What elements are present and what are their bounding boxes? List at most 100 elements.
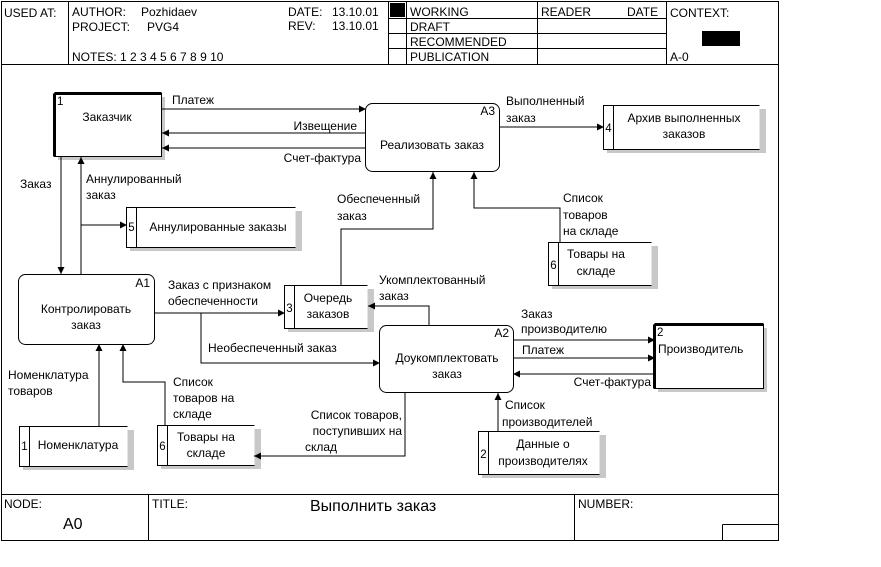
project-label: PROJECT:: [72, 20, 130, 34]
flow-label-unsecured: Необеспеченный заказ: [208, 341, 337, 355]
flow-label-goods-received-line3: склад: [305, 440, 337, 454]
flow-label-payment-top: Платеж: [172, 93, 214, 107]
flow-label-assembled-line2: заказ: [379, 289, 409, 303]
flow-label-goods-list-a3-line1: Список: [563, 191, 604, 205]
status-working: WORKING: [410, 5, 469, 19]
store-producers-data-label-line2: производителях: [498, 454, 588, 468]
flow-label-cancelled-line2: заказ: [86, 188, 116, 202]
flow-label-order: Заказ: [20, 177, 52, 191]
flow-label-goods-received-line2: поступивших на: [313, 424, 403, 438]
flow-goods-list-a3: [470, 172, 561, 243]
number-label: NUMBER:: [578, 497, 633, 511]
store-goods-a1-label-line2: складе: [187, 446, 226, 460]
store-nomenclature-label: Номенклатура: [38, 438, 119, 452]
store-queue-num: 3: [286, 303, 292, 315]
flow-label-invoice-producer: Счет-фактура: [574, 375, 652, 389]
store-nomenclature-num: 1: [21, 441, 27, 453]
store-queue-label-line1: Очередь: [304, 291, 353, 305]
status-recommended: RECOMMENDED: [410, 35, 507, 49]
external-customer-num: 1: [57, 96, 63, 108]
flow-goods-received: [254, 393, 406, 460]
flow-label-producers-list-line1: Список: [505, 398, 546, 412]
store-producers-data-label-line1: Данные о: [516, 437, 570, 451]
context-node: A-0: [670, 50, 689, 64]
store-producers-data-num: 2: [480, 449, 486, 461]
store-queue-label-line2: заказов: [307, 307, 350, 321]
flow-label-order-with-flag-line2: обеспеченности: [168, 294, 258, 308]
process-a3: A3 Реализовать заказ: [365, 103, 500, 172]
process-a2-id: A2: [494, 326, 509, 340]
store-queue: 3 Очередь заказов: [284, 285, 374, 332]
process-a1-label-line1: Контролировать: [41, 302, 131, 316]
reader-date-label: DATE: [627, 5, 658, 19]
project-value: PVG4: [147, 20, 179, 34]
store-archive: 4 Архив выполненных заказов: [603, 105, 766, 153]
process-a1: A1 Контролировать заказ: [18, 274, 155, 345]
footer-frame: [1, 494, 779, 541]
flow-label-secured-line2: заказ: [337, 209, 367, 223]
process-a2-label-line1: Доукомплектовать: [395, 351, 498, 365]
flow-label-payment-producer: Платеж: [522, 343, 564, 357]
process-a2-label-line2: заказ: [432, 367, 462, 381]
store-cancelled: 5 Аннулированные заказы: [126, 207, 302, 251]
store-goods-a1-num: 6: [159, 441, 165, 453]
flow-label-completed-line1: Выполненный: [506, 94, 584, 108]
flow-unsecured: [200, 313, 380, 367]
store-goods-a3-num: 6: [550, 260, 556, 272]
flow-label-goods-list-a1-line3: складе: [173, 407, 212, 421]
store-goods-a3: 6 Товары на складе: [548, 242, 658, 289]
flow-label-notice: Извещение: [294, 119, 358, 133]
status-publication: PUBLICATION: [410, 50, 489, 64]
flow-label-goods-list-a3-line3: на складе: [563, 224, 619, 238]
flow-label-goods-received-line1: Список товаров,: [311, 408, 402, 422]
reader-label: READER: [541, 5, 591, 19]
flow-label-completed-line2: заказ: [506, 111, 536, 125]
title-label: TITLE:: [152, 497, 188, 511]
process-a1-label-line2: заказ: [71, 318, 101, 332]
store-goods-a3-label-line1: Товары на: [567, 247, 625, 261]
date-label: DATE:: [288, 5, 322, 19]
flow-label-nomenclature-line1: Номенклатура: [8, 368, 89, 382]
process-a2: A2 Доукомплектовать заказ: [379, 325, 514, 393]
store-nomenclature: 1 Номенклатура: [19, 426, 134, 470]
status-draft: DRAFT: [410, 20, 451, 34]
flow-assembled: [368, 302, 430, 326]
flow-goods-list-a1: [119, 344, 166, 426]
header-frame: [1, 1, 779, 541]
context-marker: [702, 31, 740, 46]
process-a3-label: Реализовать заказ: [380, 138, 485, 152]
flow-label-goods-list-a3-line2: товаров: [563, 208, 608, 222]
process-a3-id: A3: [480, 104, 495, 118]
context-label: CONTEXT:: [670, 6, 729, 20]
flow-label-cancelled-line1: Аннулированный: [86, 172, 182, 186]
external-producer: 2 Производитель: [653, 323, 767, 392]
store-archive-label-line1: Архив выполненных: [627, 111, 740, 125]
node-label: NODE:: [4, 497, 42, 511]
notes-label: NOTES: 1 2 3 4 5 6 7 8 9 10: [72, 50, 224, 64]
flow-label-producers-list-line2: производителей: [502, 415, 592, 429]
store-archive-num: 4: [605, 123, 612, 135]
flow-secured: [340, 172, 437, 286]
author-value: Pozhidaev: [141, 5, 197, 19]
store-goods-a1-label-line1: Товары на: [177, 430, 235, 444]
node-value: A0: [63, 516, 83, 533]
flow-label-goods-list-a1-line1: Список: [173, 375, 214, 389]
rev-label: REV:: [288, 19, 316, 33]
external-customer-label: Заказчик: [82, 110, 132, 124]
diagram-title: Выполнить заказ: [310, 498, 436, 515]
external-producer-label: Производитель: [658, 342, 743, 356]
used-at-label: USED AT:: [4, 6, 56, 20]
process-a1-id: A1: [135, 276, 150, 290]
rev-value: 13.10.01: [332, 19, 379, 33]
store-goods-a3-label-line2: складе: [577, 264, 616, 278]
store-cancelled-label: Аннулированные заказы: [149, 220, 286, 234]
flow-label-order-to-producer-line2: производителю: [521, 322, 607, 336]
external-producer-num: 2: [657, 327, 663, 339]
date-value: 13.10.01: [332, 5, 379, 19]
flow-label-secured-line1: Обеспеченный: [337, 192, 420, 206]
store-cancelled-num: 5: [128, 222, 134, 234]
flow-label-goods-list-a1-line2: товаров на: [173, 391, 235, 405]
flow-label-assembled-line1: Укомплектованный: [379, 273, 485, 287]
flow-label-order-with-flag-line1: Заказ с признаком: [168, 278, 271, 292]
